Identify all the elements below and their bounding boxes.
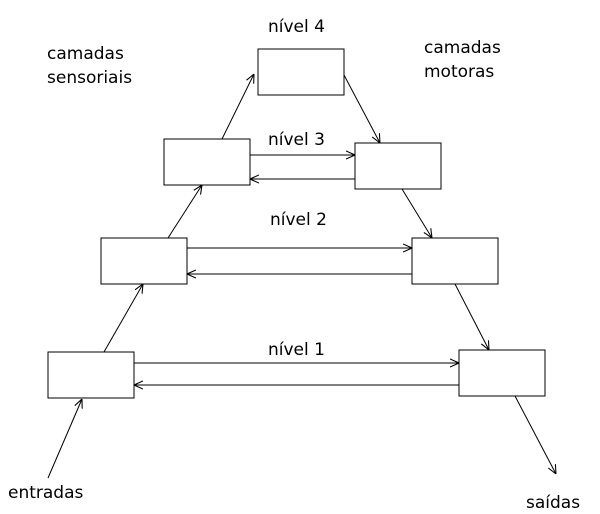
sensory-layers-label-line2: sensoriais xyxy=(47,68,132,88)
motor-layers-label-line2: motoras xyxy=(424,62,494,82)
level-1-label: nível 1 xyxy=(268,340,325,360)
motor-4-to-3-arrow xyxy=(343,74,380,143)
level-3-label: nível 3 xyxy=(268,130,325,150)
outputs-label: saídas xyxy=(526,493,580,513)
sensory-3-to-4-arrow xyxy=(221,74,254,140)
level-2-sensory-box xyxy=(100,237,188,285)
level-2-motor-box xyxy=(411,237,499,285)
level-4-box xyxy=(257,48,345,96)
motor-2-to-1-arrow xyxy=(454,283,489,350)
sensory-1-to-2-arrow xyxy=(103,284,143,353)
motor-layers-label-line1: camadas xyxy=(424,38,501,58)
level-1-sensory-box xyxy=(47,351,135,399)
inputs-label: entradas xyxy=(8,483,84,503)
level-4-label: nível 4 xyxy=(268,17,325,37)
sensory-2-to-3-arrow xyxy=(167,185,202,239)
sensory-layers-label-line1: camadas xyxy=(47,44,124,64)
motor-3-to-2-arrow xyxy=(401,188,432,238)
level-3-sensory-box xyxy=(163,138,251,186)
level-3-motor-box xyxy=(354,142,442,190)
level-2-label: nível 2 xyxy=(270,210,327,230)
input-arrow xyxy=(47,399,82,479)
level-1-motor-box xyxy=(458,349,546,397)
output-arrow xyxy=(514,395,556,474)
